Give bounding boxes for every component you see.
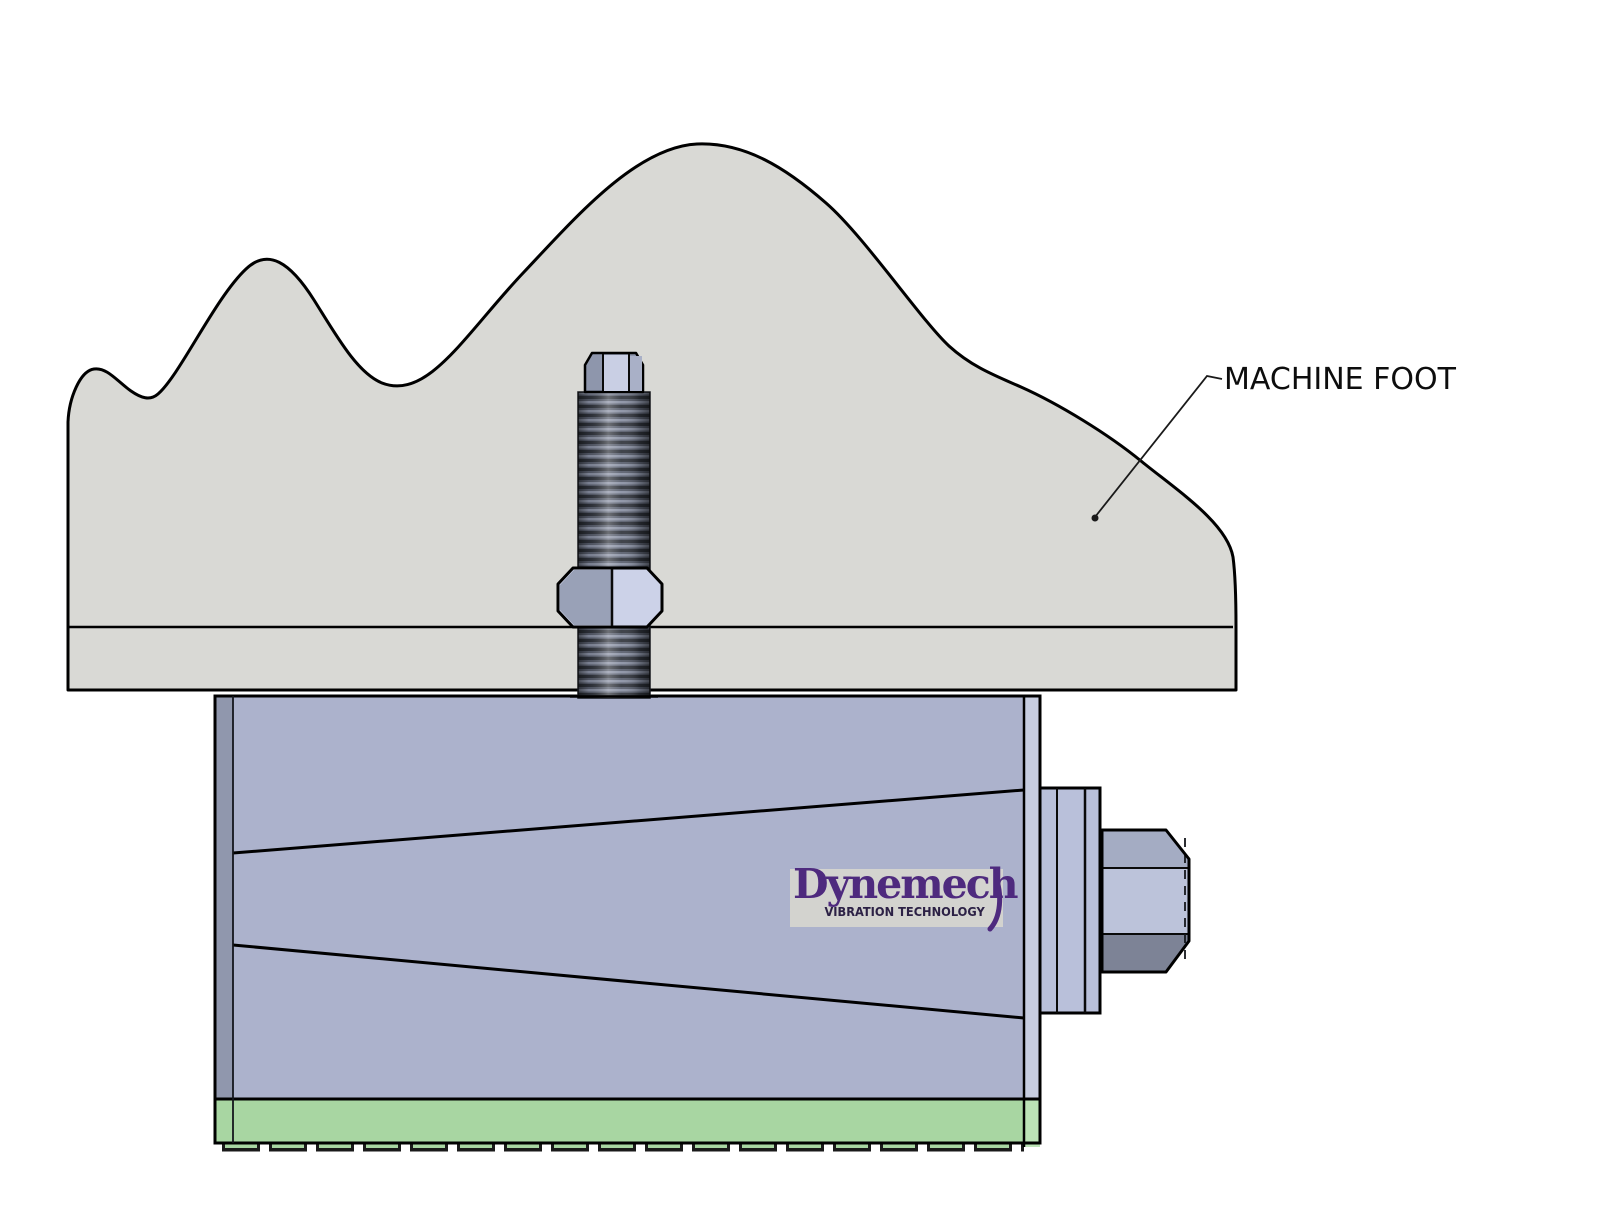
side-bolt-mid-facet [1102, 868, 1189, 934]
logo-tail-icon [987, 875, 1003, 932]
side-bolt-top-facet [1102, 830, 1189, 868]
machine-foot-shape [66, 142, 1238, 692]
logo-brand: Dynemech [793, 860, 1019, 908]
hex-nut-left-facet [560, 570, 612, 625]
stud-thread-upper-shade [578, 392, 650, 570]
side-bolt-outline [1100, 828, 1191, 974]
stud-tip-right-facet [629, 356, 642, 391]
leader-line [1094, 375, 1223, 518]
leader-dot [1091, 514, 1099, 522]
side-bolt-bottom-facet [1102, 934, 1189, 972]
stud-thread-lower-shade [578, 624, 650, 698]
elastomer-pad [215, 1099, 1024, 1143]
cone-upper-line [232, 788, 1025, 855]
logo-box: Dynemech VIBRATION TECHNOLOGY [790, 861, 1019, 932]
pad-right-edge [1024, 1099, 1040, 1147]
body-right-edge [1024, 696, 1040, 1147]
body-left-edge [215, 696, 233, 1143]
machine-foot-label: MACHINE FOOT [1224, 362, 1456, 397]
cone-lower-line [232, 943, 1025, 1020]
washer-plate [1038, 786, 1102, 1015]
stud-tip-mid-facet [604, 355, 629, 391]
logo-tagline: VIBRATION TECHNOLOGY [824, 905, 985, 919]
